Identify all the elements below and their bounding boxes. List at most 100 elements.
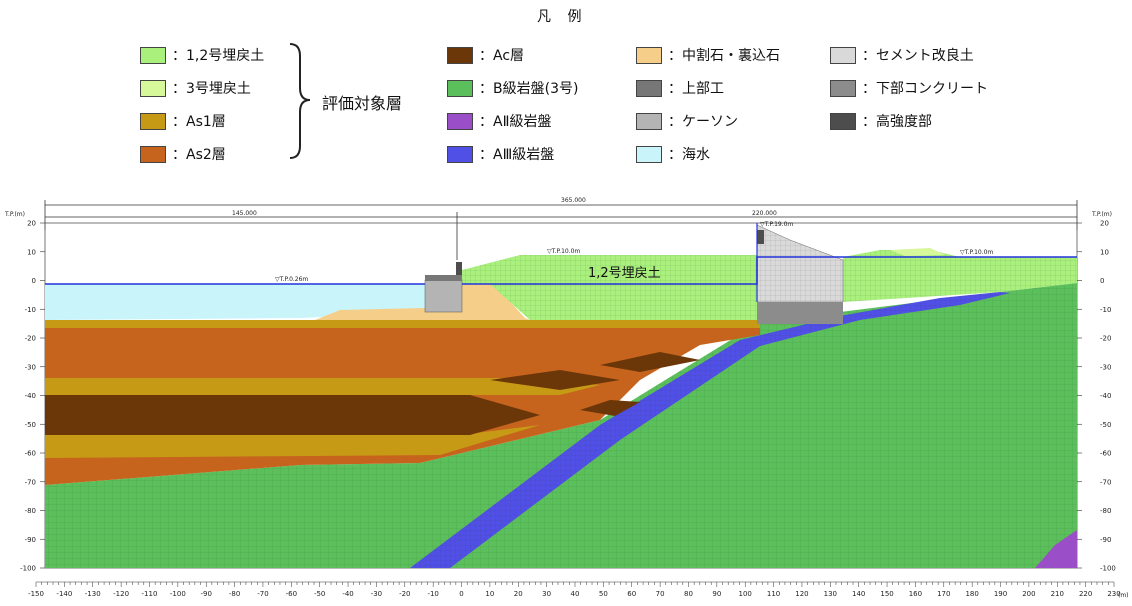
swatch [636,79,662,97]
x-tick-label: 70 [656,590,665,598]
swatch [447,112,473,130]
y-tick-label: -60 [25,450,36,458]
legend-item-high-strength: ：高強度部 [830,110,932,132]
y-tick-label: -40 [25,392,36,400]
dim-total: 365.000 [561,197,586,204]
water-level-label: ▽T.P.0.26m [275,276,308,283]
mesh-backfill-12 [462,255,757,320]
x-tick-label: 100 [739,590,752,598]
y-tick-label: -50 [25,421,36,429]
y-tick-label: -100 [20,565,36,573]
target-layer-label: 評価対象層 [322,94,403,113]
axis-title-right: T.P.(m) [1091,211,1112,218]
y-tick-label: -50 [1100,421,1111,429]
y-tick-label: -20 [25,335,36,343]
mesh-cement-soil [757,225,843,302]
y-tick-label: -20 [1100,335,1111,343]
x-tick-label: 220 [1079,590,1092,598]
x-tick-label: -150 [28,590,44,598]
x-tick-label: -140 [56,590,72,598]
x-tick-label: -70 [257,590,268,598]
x-tick-label: 160 [909,590,922,598]
x-tick-label: 150 [880,590,893,598]
y-tick-label: -10 [25,306,36,314]
x-tick-label: 230 [1107,590,1120,598]
x-tick-label: 40 [571,590,580,598]
layer-ac-lens-1 [490,370,620,390]
x-tick-label: 210 [1051,590,1064,598]
y-tick-label: 10 [27,248,36,256]
y-tick-label: -80 [25,507,36,515]
y-tick-label: -30 [1100,363,1111,371]
legend-item-caisson: ：ケーソン [636,110,738,132]
x-tick-label: 180 [965,590,978,598]
swatch [140,112,166,130]
x-tick-label: -130 [85,590,101,598]
swatch [636,46,662,64]
swatch [447,145,473,163]
x-tick-label: -110 [142,590,158,598]
swatch [447,79,473,97]
x-tick-label: -90 [200,590,211,598]
y-tick-label: -70 [25,478,36,486]
x-tick-label: 30 [542,590,551,598]
swatch [140,46,166,64]
x-tick-label: -40 [342,590,353,598]
legend-item-cement-soil: ：セメント改良土 [830,44,974,66]
legend-item-ac: ：Ac層 [447,44,524,66]
level-label-c: ▽T.P.10.0m [960,249,993,256]
x-tick-label: 60 [627,590,636,598]
legend-item-superstructure: ：上部工 [636,77,724,99]
y-tick-label: 20 [1100,220,1109,228]
x-tick-label: -30 [371,590,382,598]
x-tick-label: 110 [767,590,780,598]
x-tick-label: 50 [599,590,608,598]
y-tick-label: -10 [1100,306,1111,314]
cross-section-diagram: 365.000 145.000 220.000 [4,197,1129,599]
dimension-lines: 365.000 145.000 220.000 [44,197,1078,260]
x-tick-label: 130 [824,590,837,598]
layer-backfill-3 [890,248,945,256]
layer-as1-mid [45,378,600,395]
x-tick-label: -100 [170,590,186,598]
layer-a2-rock [1035,530,1077,568]
x-tick-label: 0 [459,590,463,598]
x-tick-label: 200 [1022,590,1035,598]
y-tick-label: -100 [1100,565,1116,573]
mesh-backfill-right [843,250,1077,302]
x-tick-label: -10 [427,590,438,598]
legend-title: 凡 例 [537,9,588,25]
brace-icon [289,43,311,159]
y-tick-label: -60 [1100,450,1111,458]
y-tick-label: 0 [32,277,36,285]
layer-as1-top [45,320,760,328]
legend-item-seawater: ：海水 [636,143,710,165]
swatch [830,46,856,64]
swatch [830,79,856,97]
swatch [636,145,662,163]
x-tick-label: -80 [229,590,240,598]
axis-title-left: T.P.(m) [4,211,25,218]
dim-left: 145.000 [232,210,257,217]
swatch [140,145,166,163]
layer-ac-main [45,395,540,435]
legend-item-a2-rock: ：AⅡ級岩盤 [447,110,551,132]
mesh-b-rock [45,283,1077,568]
x-tick-label: 190 [994,590,1007,598]
legend-item-as2: ：As2層 [140,143,226,165]
x-tick-label: -120 [113,590,129,598]
parapet [456,262,462,275]
layer-ac-lens-2 [600,352,700,372]
swatch [830,112,856,130]
x-tick-label: -20 [399,590,410,598]
legend-item-fill-3: ：3号埋戻土 [140,77,251,99]
x-tick-label: -50 [314,590,325,598]
swatch [447,46,473,64]
mesh-a3-rock [410,292,1010,568]
y-tick-label: -30 [25,363,36,371]
layer-seawater [45,284,425,320]
legend-item-b-rock: ：B級岩盤(3号) [447,77,578,99]
